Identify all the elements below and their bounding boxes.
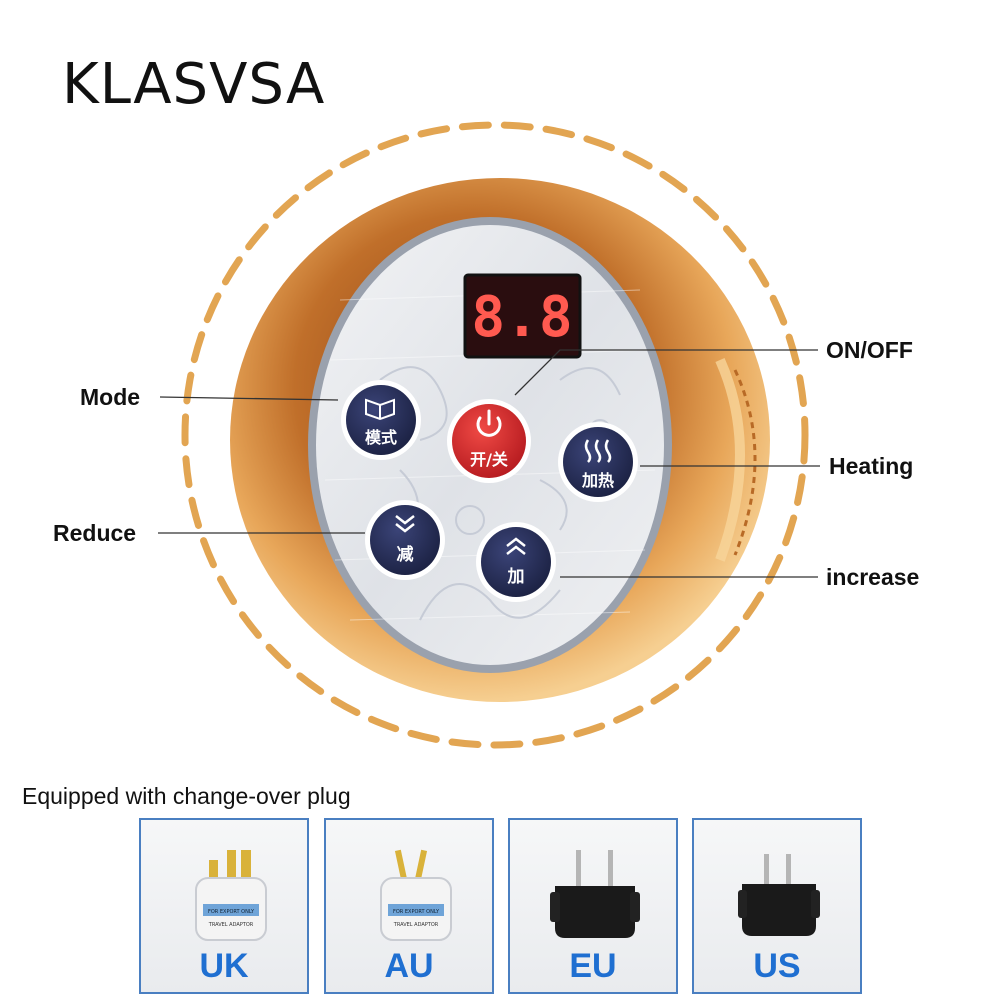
plug-label-eu: EU xyxy=(569,947,617,985)
controller-illustration: 8.8 模式 开/关 加热 xyxy=(158,121,820,749)
seam-right xyxy=(715,357,745,562)
callout-lines xyxy=(158,349,820,578)
plug-label-au: AU xyxy=(384,947,434,985)
heating-button[interactable]: 加热 xyxy=(558,422,638,502)
uk-plug-icon: FOR EXPORT ONLY TRAVEL ADAPTOR xyxy=(195,850,267,941)
us-plug-icon xyxy=(738,854,820,936)
chevron-up-icon xyxy=(506,537,526,555)
eu-plug-icon xyxy=(550,850,640,938)
plug-card-us: US xyxy=(692,818,862,994)
heat-waves-icon xyxy=(584,439,612,463)
callout-reduce: Reduce xyxy=(53,520,137,546)
led-display xyxy=(463,273,582,359)
book-icon xyxy=(365,398,395,421)
brand-logo: KLASVSA xyxy=(62,52,326,117)
mode-button-label: 模式 xyxy=(365,428,397,447)
plug-card-eu: EU xyxy=(508,818,678,994)
dashed-ring xyxy=(181,121,809,749)
power-button-label: 开/关 xyxy=(470,450,508,469)
power-button[interactable]: 开/关 xyxy=(447,399,531,483)
reduce-button-label: 减 xyxy=(397,544,414,565)
reduce-button[interactable]: 减 xyxy=(365,500,445,580)
au-adapter-text: FOR EXPORT ONLY xyxy=(393,909,440,915)
heating-button-label: 加热 xyxy=(581,471,614,490)
uk-adapter-text2: TRAVEL ADAPTOR xyxy=(208,922,254,928)
increase-button-label: 加 xyxy=(507,567,525,587)
callout-heating: Heating xyxy=(829,453,914,479)
callout-onoff: ON/OFF xyxy=(826,337,913,363)
chevron-down-icon xyxy=(395,515,415,533)
plug-label-us: US xyxy=(753,947,801,985)
callout-mode: Mode xyxy=(80,384,141,410)
plug-card-uk: FOR EXPORT ONLY TRAVEL ADAPTOR UK xyxy=(139,818,309,994)
callout-increase: increase xyxy=(826,564,920,590)
seam-right-stitch xyxy=(733,369,757,556)
uk-adapter-text: FOR EXPORT ONLY xyxy=(208,909,255,915)
power-icon xyxy=(476,409,502,437)
au-plug-icon: FOR EXPORT ONLY TRAVEL ADAPTOR xyxy=(380,849,452,941)
increase-button[interactable]: 加 xyxy=(476,522,556,602)
plug-label-uk: UK xyxy=(199,947,249,985)
led-readout: 8.8 xyxy=(471,285,572,350)
plugs-heading: Equipped with change-over plug xyxy=(22,783,351,809)
plug-card-au: FOR EXPORT ONLY TRAVEL ADAPTOR AU xyxy=(324,818,494,994)
mode-button[interactable]: 模式 xyxy=(341,380,421,460)
au-adapter-text2: TRAVEL ADAPTOR xyxy=(393,922,439,928)
